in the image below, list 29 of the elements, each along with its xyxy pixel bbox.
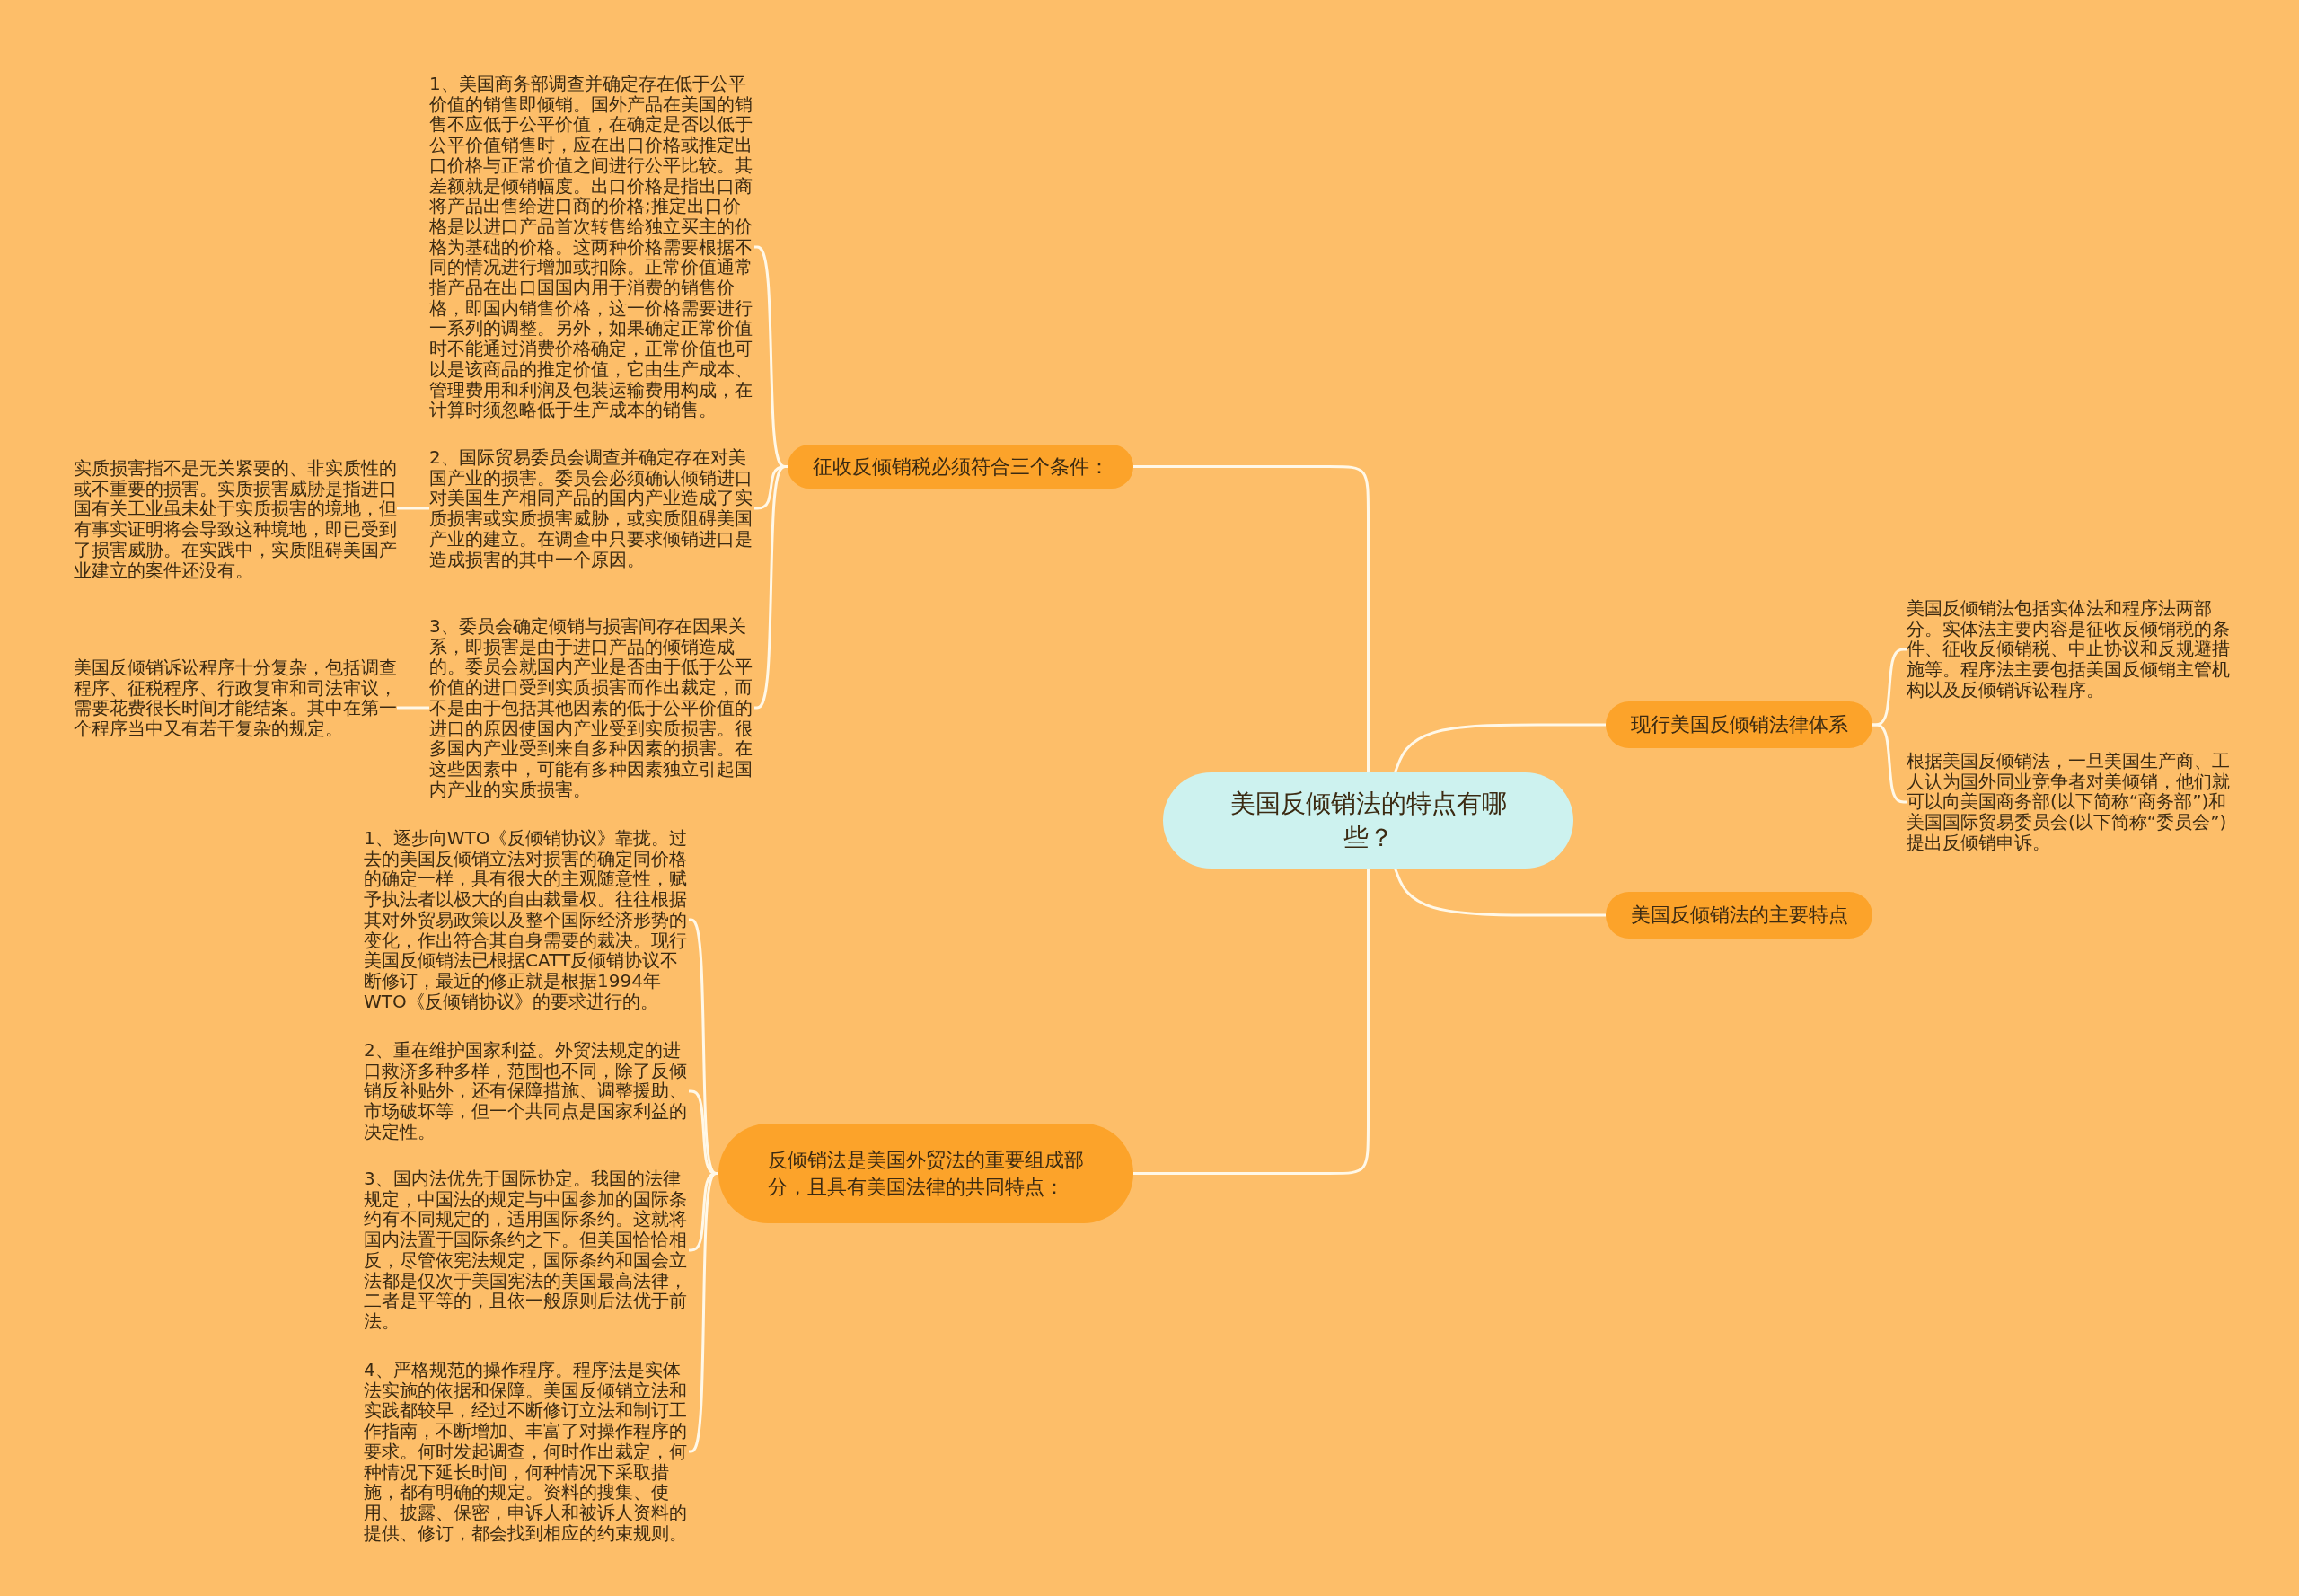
connector-line <box>1133 869 1370 1175</box>
connector-line <box>1872 723 1907 804</box>
connector-line <box>1394 723 1606 773</box>
topic-text: 美国反倾销法的特点有哪些？ <box>1229 787 1508 854</box>
note-text: 2、国际贸易委员会调查并确定存在对美国产业的损害。委员会必须确认倾销进口对美国生产相同产品的国内产业造成了实质损害或实质损害威胁，或实质阻碍美国产业的建立。在调查中只要求倾销进口是造成损害的其中一个原因。 <box>429 447 754 570</box>
topic-text: 现行美国反倾销法律体系 <box>1630 712 1848 737</box>
note-text: 3、国内法优先于国际协定。我国的法律规定，中国法的规定与中国参加的国际条约有不同规定的，适用国际条约。这就将国内法置于国际条约之下。但美国恰恰相反，尽管依宪法规定，国际条约和国会立法都是仅次于美国宪法的美国最高法律，二者是平等的，且依一般原则后法优于前法。 <box>364 1168 689 1332</box>
connector-line <box>397 706 429 710</box>
note-text: 2、重在维护国家利益。外贸法规定的进口救济多种多样，范围也不同，除了反倾销反补贴外，还有保障措施、调整援助、市场破坏等，但一个共同点是国家利益的决定性。 <box>364 1040 689 1142</box>
branch-topic-background <box>788 445 1133 489</box>
topic-text: 反倾销法是美国外贸法的重要组成部分，且具有美国法律的共同特点： <box>768 1147 1085 1200</box>
topic-text: 美国反倾销法的主要特点 <box>1630 903 1848 928</box>
note-text: 美国反倾销诉讼程序十分复杂，包括调查程序、征税程序、行政复审和司法审议，需要花费很长时间才能结案。其中在第一个程序当中又有若干复杂的规定。 <box>74 657 397 739</box>
note-text: 4、严格规范的操作程序。程序法是实体法实施的依据和保障。美国反倾销立法和实践都较早，经过不断修订立法和制订工作指南，不断增加、丰富了对操作程序的要求。何时发起调查，何时作出裁定，何种情况下延长时间，何种情况下采取措施，都有明确的规定。资料的搜集、使用、披露、保密，申诉人和被诉人资料的提供、修订，都会找到相应的约束规则。 <box>364 1360 689 1544</box>
note-text: 美国反倾销法包括实体法和程序法两部分。实体法主要内容是征收反倾销税的条件、征收反倾销税、中止协议和反规避措施等。程序法主要包括美国反倾销主管机构以及反倾销诉讼程序。 <box>1907 598 2232 701</box>
connector-line <box>1872 648 1907 727</box>
connector-line <box>689 1172 718 1453</box>
connector-line <box>397 507 429 510</box>
note-text: 3、委员会确定倾销与损害间存在因果关系，即损害是由于进口产品的倾销造成的。委员会就国内产业是否由于低于公平价值的进口受到实质损害而作出裁定，而不是由于包括其他因素的低于公平价值的进口的原因使国内产业受到实质损害。很多国内产业受到来自多种因素的损害。在这些因素中，可能有多种因素独立引起国内产业的实质损害。 <box>429 616 754 800</box>
note-text: 1、逐步向WTO《反倾销协议》靠拢。过去的美国反倾销立法对损害的确定同价格的确定一样，具有很大的主观随意性，赋予执法者以极大的自由裁量权。往往根据其对外贸易政策以及整个国际经济形势的变化，作出符合其自身需要的裁决。现行美国反倾销法已根据CATT反倾销协议不断修订，最近的修正就是根据1994年WTO《反倾销协议》的要求进行的。 <box>364 828 689 1012</box>
note-text: 1、美国商务部调查并确定存在低于公平价值的销售即倾销。国外产品在美国的销售不应低于公平价值，在确定是否以低于公平价值销售时，应在出口价格或推定出口价格与正常价值之间进行公平比较。其差额就是倾销幅度。出口价格是指出口商将产品出售给进口商的价格;推定出口价格是以进口产品首次转售给独立买主的价格为基础的价格。这两种价格需要根据不同的情况进行增加或扣除。正常价值通常指产品在出口国国内用于消费的销售价格，即国内销售价格，这一价格需要进行一系列的调整。另外，如果确定正常价值时不能通过消费价格确定，正常价值也可以是该商品的推定价值，它由生产成本、管理费用和利润及包装运输费用构成，在计算时须忽略低于生产成本的销售。 <box>429 74 754 420</box>
note-text: 实质损害指不是无关紧要的、非实质性的或不重要的损害。实质损害威胁是指进口国有关工业虽未处于实质损害的境地，但有事实证明将会导致这种境地，即已受到了损害威胁。在实践中，实质阻碍美国产业建立的案件还没有。 <box>74 458 397 581</box>
connector-line <box>1394 868 1606 917</box>
note-text: 根据美国反倾销法，一旦美国生产商、工人认为国外同业竞争者对美倾销，他们就可以向美国商务部(以下简称“商务部”)和美国国际贸易委员会(以下简称“委员会”)提出反倾销申诉。 <box>1907 751 2232 853</box>
connector-line <box>754 465 788 710</box>
branch-topic-background <box>1606 701 1872 748</box>
branch-topic-background <box>1606 892 1872 939</box>
topic-text: 征收反倾销税必须符合三个条件： <box>812 454 1109 480</box>
connector-line <box>1133 465 1370 772</box>
